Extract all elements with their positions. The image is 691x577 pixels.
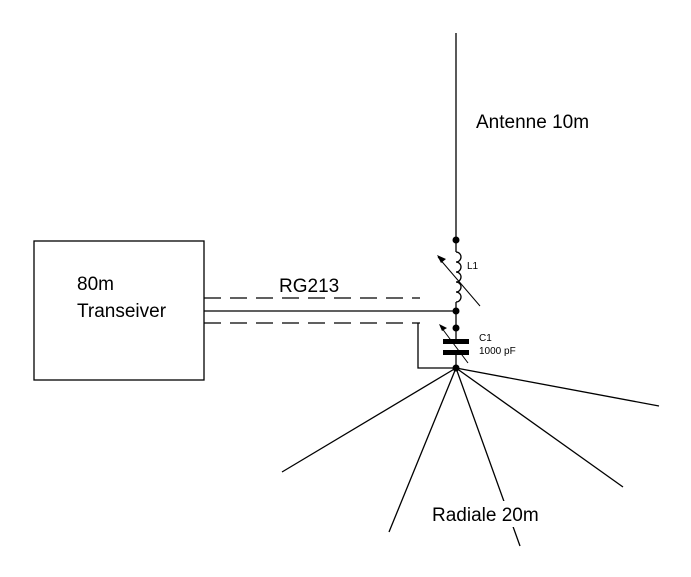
- transceiver-label-line1: 80m: [77, 274, 114, 295]
- capacitor-plate-bottom: [443, 350, 469, 355]
- capacitor-value: 1000 pF: [479, 346, 516, 357]
- radials-label-bg: [428, 501, 558, 527]
- transceiver-box: [33, 240, 205, 381]
- capacitor-plate-top: [443, 339, 469, 344]
- inductor-l1: [437, 240, 481, 311]
- capacitor-variable-arrow: [440, 326, 469, 364]
- radial-1: [281, 367, 457, 473]
- coax-label: RG213: [279, 276, 339, 297]
- inductor-label: L1: [467, 261, 479, 272]
- capacitor-arrow-head: [439, 324, 447, 331]
- radial-2: [388, 367, 457, 533]
- radial-5: [455, 367, 660, 407]
- capacitor-c1: [439, 311, 469, 368]
- capacitor-name: C1: [479, 333, 492, 344]
- radials: [281, 367, 660, 547]
- shield-return-wire: [417, 323, 456, 369]
- transceiver-label-line2: Transeiver: [77, 301, 167, 322]
- radial-4: [455, 367, 624, 488]
- radials-label: Radiale 20m: [432, 505, 539, 526]
- antenna-label: Antenne 10m: [476, 112, 589, 133]
- inductor-variable-arrow: [437, 256, 481, 307]
- inductor-arrow-head: [437, 255, 446, 263]
